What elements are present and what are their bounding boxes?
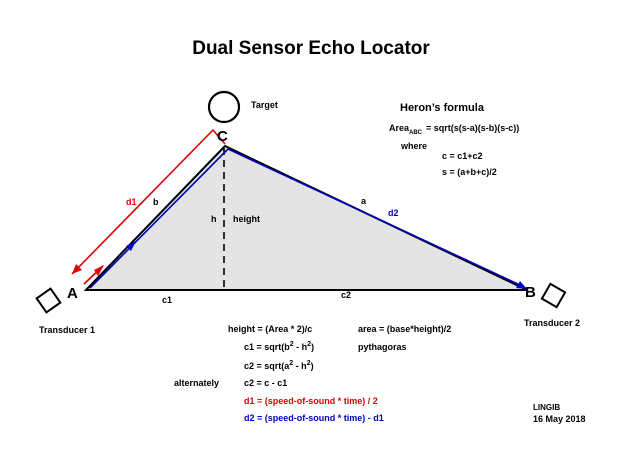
blue-return-path: [89, 148, 229, 289]
side-b-label: b: [153, 197, 159, 207]
pythagoras-label: pythagoras: [358, 342, 407, 352]
h-label: h: [211, 214, 217, 224]
heron-eq-s: s = (a+b+c)/2: [442, 167, 497, 177]
d2-path: [227, 148, 521, 286]
transducer-1-icon: [35, 287, 62, 314]
height-label: height: [233, 214, 260, 224]
author-credit: LINGIB: [533, 403, 560, 412]
transducer-2-icon: [540, 282, 567, 309]
eq-c2: c2 = sqrt(a2 - h2): [244, 360, 314, 371]
eq-area: area = (base*height)/2: [358, 324, 451, 334]
heron-area-formula: AreaABC= sqrt(s(s-a)(s-b)(s-c)): [389, 123, 519, 136]
alternately-label: alternately: [174, 378, 219, 388]
d1-label: d1: [126, 197, 137, 207]
transducer-1-label: Transducer 1: [39, 325, 95, 335]
eq-d2: d2 = (speed-of-sound * time) - d1: [244, 413, 384, 423]
vertex-a-label: A: [67, 285, 78, 302]
eq-c1: c1 = sqrt(b2 - h2): [244, 341, 314, 352]
eq-c2-alt: c2 = c - c1: [244, 378, 287, 388]
transducer-2-label: Transducer 2: [524, 318, 580, 328]
heron-heading: Heron’s formula: [400, 102, 485, 114]
d1-outgoing-path: [71, 128, 226, 275]
c2-label: c2: [341, 290, 351, 300]
side-a-label: a: [361, 196, 367, 206]
vertex-b-label: B: [525, 284, 536, 301]
page-title: Dual Sensor Echo Locator: [192, 38, 430, 59]
heron-where: where: [400, 141, 427, 151]
d1-return-arrow-icon: [94, 265, 104, 276]
d1-arrow-head-icon: [72, 264, 82, 274]
vertex-c-label: C: [217, 128, 228, 145]
d2-label: d2: [388, 208, 399, 218]
c1-label: c1: [162, 295, 172, 305]
heron-eq-c: c = c1+c2: [442, 151, 483, 161]
d2-arrow-head-icon: [516, 281, 527, 289]
target-label: Target: [251, 100, 278, 110]
eq-height: height = (Area * 2)/c: [228, 324, 312, 334]
credit-date: 16 May 2018: [533, 414, 586, 424]
blue-arrow-up-icon: [126, 241, 136, 251]
target-circle-icon: [207, 90, 241, 124]
eq-d1: d1 = (speed-of-sound * time) / 2: [244, 396, 378, 406]
